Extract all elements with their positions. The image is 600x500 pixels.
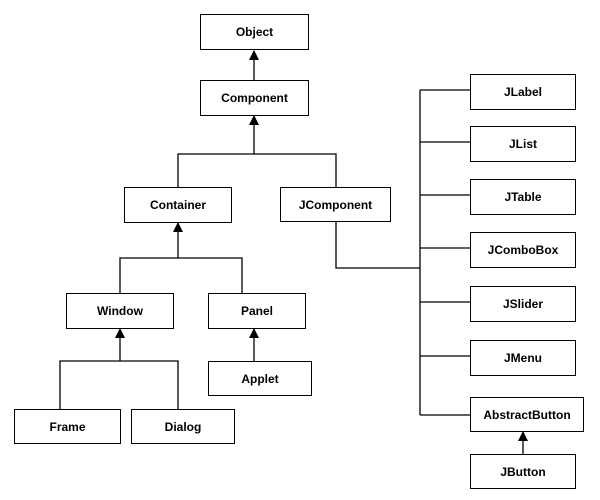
node-frame: Frame: [14, 409, 121, 444]
node-jslider: JSlider: [470, 286, 576, 322]
connector-jcomponent-bus: [335, 222, 420, 269]
node-jmenu: JMenu: [470, 340, 576, 376]
node-container: Container: [124, 187, 232, 223]
node-panel: Panel: [208, 293, 306, 329]
connector-frame-dialog-branch: [59, 360, 179, 409]
node-window: Window: [66, 293, 174, 329]
node-jbutton: JButton: [470, 454, 576, 489]
node-jtable: JTable: [470, 179, 576, 215]
node-jcombobox: JComboBox: [470, 232, 576, 268]
node-abstractbutton: AbstractButton: [470, 397, 584, 432]
connector-window-panel-branch: [119, 257, 243, 293]
connector-container-branch: [177, 153, 337, 187]
node-object: Object: [200, 14, 309, 50]
node-dialog: Dialog: [131, 409, 235, 444]
node-jlist: JList: [470, 126, 576, 162]
node-jlabel: JLabel: [470, 74, 576, 110]
node-applet: Applet: [208, 361, 312, 396]
node-jcomponent: JComponent: [280, 187, 391, 222]
node-component: Component: [200, 80, 309, 116]
